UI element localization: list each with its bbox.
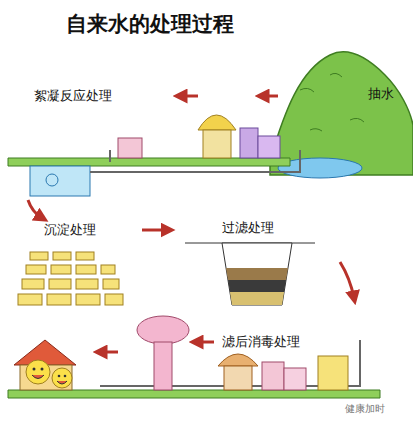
filter-layer: [230, 292, 284, 305]
step-label: 絮凝反应处理: [34, 88, 112, 104]
building: [240, 128, 258, 158]
building: [284, 368, 306, 390]
water-tower: [137, 316, 189, 344]
smiling-faces: [26, 360, 72, 388]
building: [262, 362, 284, 390]
tank-building: [203, 130, 231, 158]
dome: [198, 115, 236, 130]
step-label: 滤后消毒处理: [222, 334, 300, 350]
dome: [218, 354, 258, 366]
watermark: 健康加时: [345, 403, 385, 415]
step-label: 沉淀处理: [44, 222, 96, 238]
ground: [8, 390, 380, 398]
house-roof: [14, 340, 76, 365]
filter-layer: [226, 268, 288, 280]
building: [118, 138, 142, 158]
flow-arrow: [28, 96, 354, 352]
ground: [8, 158, 290, 166]
step-label: 过滤处理: [222, 220, 274, 236]
filter-layer: [228, 280, 286, 292]
mountain: [270, 52, 413, 175]
building: [258, 136, 280, 158]
tank-building: [224, 366, 252, 390]
flocculation-tank: [30, 166, 90, 196]
settling-tanks: [18, 252, 123, 305]
building: [318, 356, 348, 390]
water-tower: [154, 342, 172, 390]
mountain-detail: [300, 73, 364, 131]
mixer: [46, 174, 58, 186]
step-label: 抽水: [368, 86, 394, 102]
filter-basin: [222, 243, 292, 305]
title: 自来水的处理过程: [0, 12, 300, 37]
lake: [278, 158, 362, 178]
